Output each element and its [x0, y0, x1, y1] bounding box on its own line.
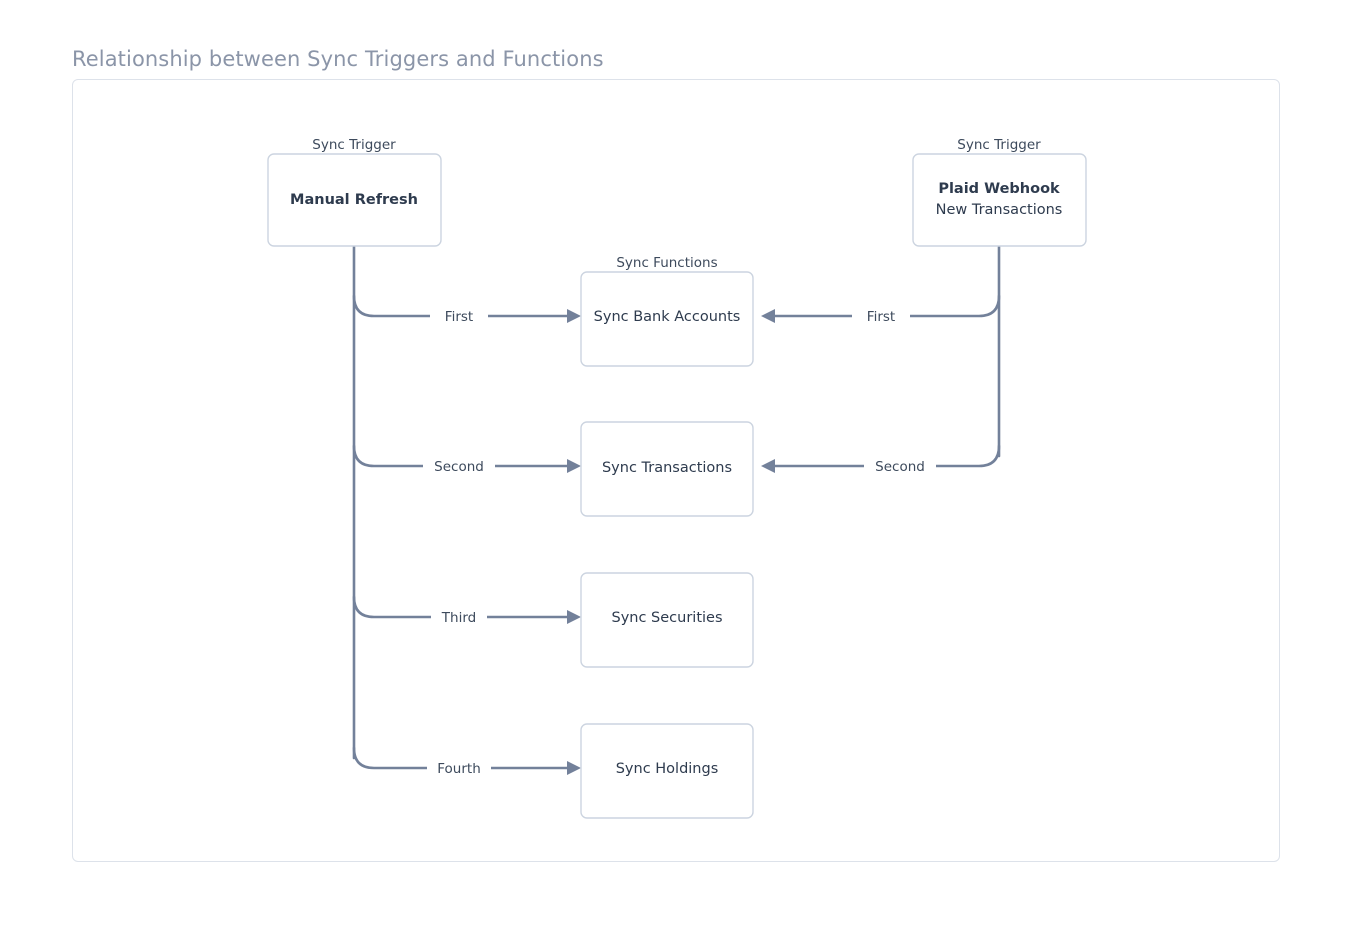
node-sync-bank-accounts-label: Sync Bank Accounts [594, 309, 741, 325]
edge-label-bg [427, 759, 491, 777]
edge-label-bg [852, 307, 910, 325]
edge-manual-third [352, 595, 569, 619]
node-plaid-webhook-title: Plaid Webhook [938, 181, 1060, 197]
edge-labels-layer: First Second Third Fourth First Second [423, 307, 936, 777]
page-title: Relationship between Sync Triggers and F… [72, 47, 604, 71]
edge-label-manual-first: First [445, 309, 473, 325]
node-sync-transactions[interactable]: Sync Transactions [580, 421, 754, 517]
node-sync-transactions-label: Sync Transactions [602, 460, 732, 476]
arrowhead-plaid-second [761, 459, 775, 473]
node-sync-holdings-box[interactable] [580, 723, 754, 819]
edge-manual-fourth [352, 746, 569, 770]
edge-label-bg [430, 307, 488, 325]
node-sync-securities-box[interactable] [580, 572, 754, 668]
group-labels-layer: Sync Trigger Sync Functions Sync Trigger [312, 137, 1041, 271]
group-label-trigger-left: Sync Trigger [312, 137, 396, 153]
flowchart-svg: First Second Third Fourth First Second S… [267, 137, 1087, 819]
arrowhead-manual-third [567, 610, 581, 624]
node-sync-bank-accounts-box[interactable] [580, 271, 754, 367]
edge-label-manual-fourth: Fourth [437, 761, 481, 777]
edge-manual-second [352, 444, 569, 468]
node-plaid-webhook-box[interactable] [912, 153, 1087, 247]
node-sync-transactions-box[interactable] [580, 421, 754, 517]
group-label-functions: Sync Functions [616, 255, 717, 271]
group-label-trigger-right: Sync Trigger [957, 137, 1041, 153]
node-manual-refresh-box[interactable] [267, 153, 442, 247]
node-sync-securities[interactable]: Sync Securities [580, 572, 754, 668]
edge-label-plaid-second: Second [875, 459, 925, 475]
edge-label-bg [423, 457, 495, 475]
node-plaid-webhook-subtitle: New Transactions [936, 202, 1063, 218]
node-sync-securities-label: Sync Securities [611, 610, 722, 626]
arrowhead-manual-fourth [567, 761, 581, 775]
node-sync-holdings-label: Sync Holdings [616, 761, 719, 777]
edge-label-manual-third: Third [441, 610, 476, 626]
diagram-container: First Second Third Fourth First Second S… [72, 79, 1280, 862]
node-sync-bank-accounts[interactable]: Sync Bank Accounts [580, 271, 754, 367]
arrowhead-plaid-first [761, 309, 775, 323]
edge-plaid-second [773, 444, 1001, 468]
edge-manual-first [352, 294, 569, 318]
node-sync-holdings[interactable]: Sync Holdings [580, 723, 754, 819]
edge-label-bg [431, 608, 487, 626]
arrowhead-manual-second [567, 459, 581, 473]
node-manual-refresh[interactable]: Manual Refresh [267, 153, 442, 247]
node-plaid-webhook[interactable]: Plaid Webhook New Transactions [912, 153, 1087, 247]
edge-label-bg [864, 457, 936, 475]
arrowhead-manual-first [567, 309, 581, 323]
edge-label-plaid-first: First [867, 309, 895, 325]
node-manual-refresh-title: Manual Refresh [290, 192, 418, 208]
edges-layer [352, 244, 1001, 775]
edge-label-manual-second: Second [434, 459, 484, 475]
edge-plaid-first [773, 294, 1001, 318]
